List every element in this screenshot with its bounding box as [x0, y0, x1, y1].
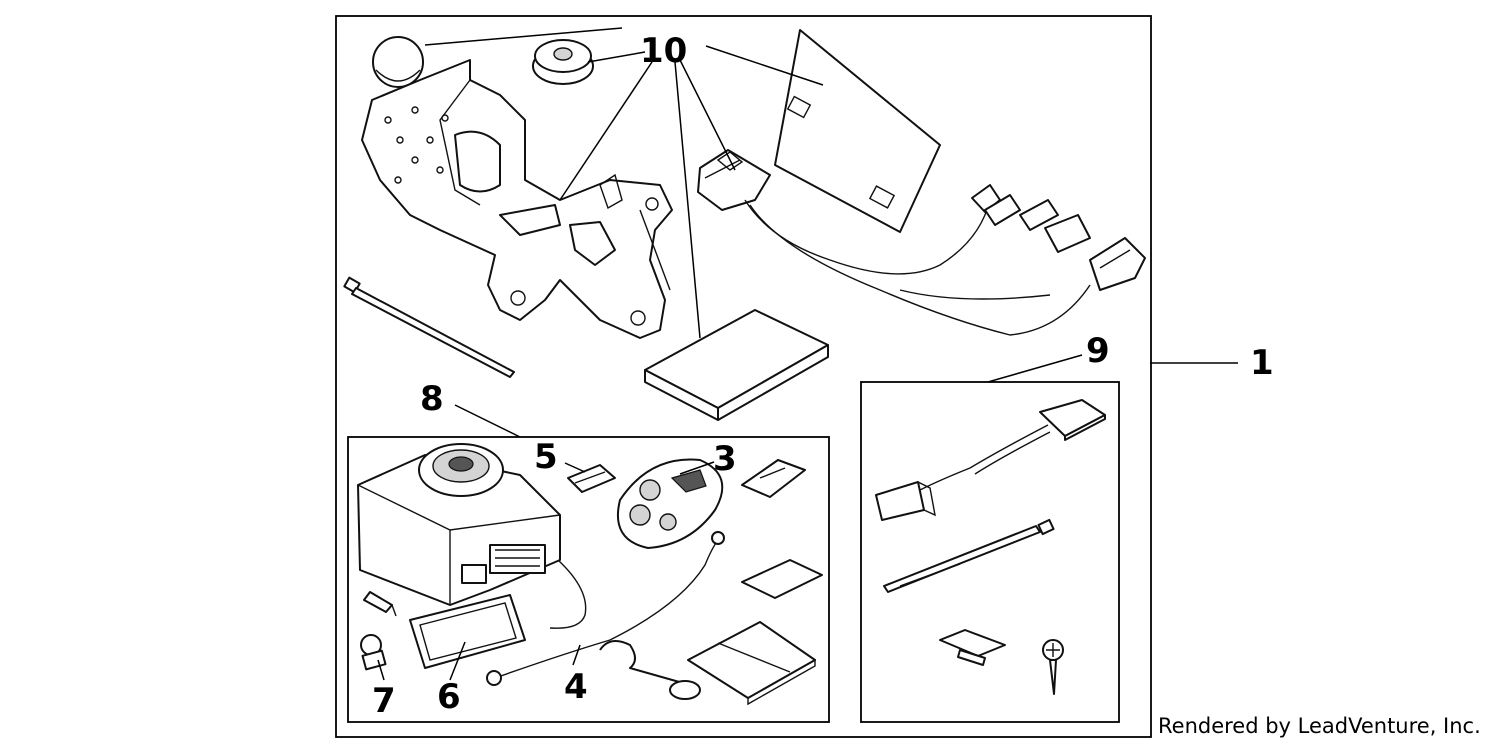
unit-wire: [549, 559, 587, 629]
key-ring-icon: [599, 640, 701, 700]
callout-5: 5: [534, 437, 558, 477]
zip-tie-icon: [343, 276, 515, 378]
leader-lines: [377, 27, 1238, 681]
callout-1: 1: [1250, 343, 1274, 383]
cap-icon: [372, 36, 424, 88]
unit-set-frame: [347, 436, 830, 723]
ground-wire-icon: [486, 531, 725, 686]
mounting-bracket-icon: [361, 59, 673, 339]
callout-3: 3: [713, 439, 737, 479]
callout-4: 4: [564, 667, 588, 707]
manual-icon: [687, 621, 816, 706]
clamp-icon: [939, 629, 1006, 666]
clip-icon: [567, 464, 616, 493]
sticker-icon: [741, 559, 823, 599]
screw-icon: [363, 591, 397, 617]
key-tag-icon: [741, 459, 806, 498]
alarm-unit-icon: [357, 443, 561, 606]
key-fob-icon: [616, 458, 724, 549]
grommet-small-icon: [360, 634, 387, 671]
grommet-large-icon: [532, 39, 594, 85]
instruction-sheet-icon: [774, 29, 941, 233]
callout-8: 8: [420, 379, 444, 419]
callout-10: 10: [640, 31, 687, 71]
callout-9: 9: [1086, 331, 1110, 371]
credit-text: Rendered by LeadVenture, Inc.: [1158, 714, 1481, 738]
wire-harness-icon: [697, 149, 1146, 336]
foam-pad-icon: [644, 309, 829, 421]
adhesive-pad-icon: [409, 594, 526, 669]
zip-tie-small-icon: [883, 518, 1055, 593]
tapping-screw-icon: [1042, 639, 1064, 695]
kit-frame: [335, 15, 1152, 738]
callout-7: 7: [372, 681, 396, 721]
callout-6: 6: [437, 677, 461, 717]
sub-harness-icon: [875, 399, 1106, 521]
